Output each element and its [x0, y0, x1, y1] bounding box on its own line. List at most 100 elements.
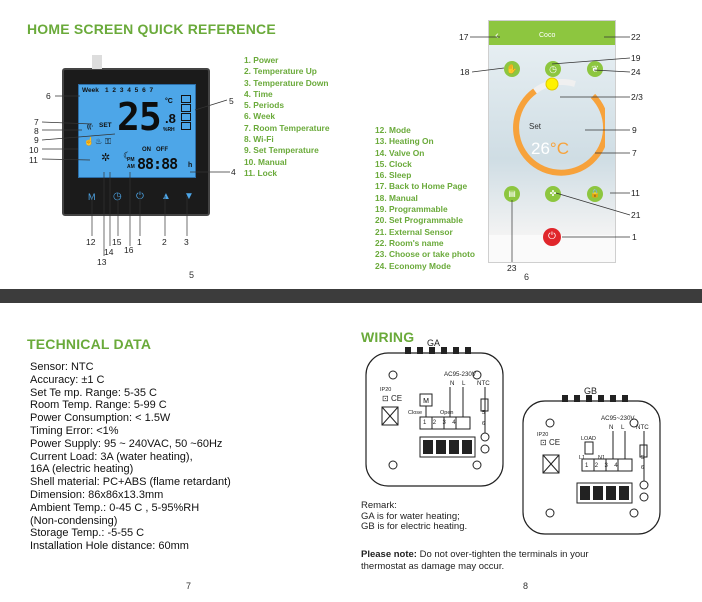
- remark-title: Remark:: [361, 500, 397, 511]
- ga-t3: 3: [442, 420, 453, 426]
- callout-4: 4: [231, 167, 236, 177]
- app-legend-item-11: 22. Room's name: [375, 237, 444, 248]
- note-text: Do not over-tighten the terminals in you…: [416, 549, 589, 560]
- sleep-icon: ☾: [123, 151, 132, 162]
- note-block: Please note: Do not over-tighten the ter…: [361, 549, 589, 572]
- legend-item-11: 11. Lock: [244, 167, 278, 178]
- page-number-5: 5: [189, 270, 195, 280]
- lcd-temperature: 25: [117, 95, 162, 139]
- callout-11b: 11: [631, 188, 640, 198]
- tech-line-6: Timing Error: <1%: [30, 424, 119, 437]
- app-temp-value: 26: [531, 139, 550, 158]
- ga-t6: 6: [482, 421, 486, 427]
- gb-t5: 5: [641, 455, 645, 461]
- thermostat-device: Week 1 2 3 4 5 6 7 ((· SET 25 .8 °C %RH …: [62, 68, 210, 216]
- external-sensor-icon[interactable]: ✜: [545, 186, 561, 202]
- gb-label: GB: [584, 386, 598, 396]
- gb-t1: 1: [585, 463, 595, 469]
- gb-n1-label: N1: [598, 455, 606, 461]
- app-legend-item-9: 20. Set Programmable: [375, 215, 463, 226]
- callout-21: 21: [631, 210, 641, 220]
- legend-item-8: 8. Wi-Fi: [244, 134, 274, 145]
- callout-18: 18: [460, 67, 470, 77]
- app-legend-item-1: 12. Mode: [375, 125, 411, 135]
- page-number-8: 8: [523, 581, 529, 591]
- manual-hand-icon[interactable]: ✋: [504, 61, 520, 77]
- on-label: ON: [142, 147, 151, 153]
- ga-wiring-diagram: M: [365, 347, 504, 487]
- page4-title: WIRING: [361, 329, 415, 345]
- off-label: OFF: [156, 147, 168, 153]
- app-legend-item-13: 24. Economy Mode: [375, 260, 451, 271]
- week-days: 1 2 3 4 5 6 7: [105, 87, 155, 94]
- page-number-6: 6: [524, 272, 530, 282]
- lcd-time: 88:88: [137, 155, 178, 173]
- gb-ce-mark: CE: [548, 438, 561, 447]
- manual-icon: ☝: [84, 137, 94, 146]
- ga-open-label: Open: [440, 410, 454, 416]
- callout-13: 13: [97, 257, 107, 267]
- room-name[interactable]: Coco: [539, 32, 556, 39]
- back-icon[interactable]: ‹: [495, 30, 499, 42]
- gb-ip-label: IP20: [537, 432, 549, 438]
- programmable-clock-icon[interactable]: ◷: [545, 61, 561, 77]
- tech-line-8: Current Load: 3A (water heating),: [30, 450, 193, 463]
- lock-icon: ⚿: [105, 137, 112, 146]
- tech-line-14: Storage Temp.: -5-55 C: [30, 527, 145, 540]
- callout-2: 2: [162, 237, 167, 247]
- page-divider: [0, 289, 702, 303]
- gb-ac-label: AC95~230V: [601, 415, 635, 422]
- callout-23: 23: [507, 263, 517, 273]
- remark-line-1: GA is for water heating;: [361, 510, 460, 522]
- callout-10: 10: [29, 145, 39, 155]
- am-label: AM: [127, 164, 135, 170]
- temp-down-button[interactable]: ▼: [184, 191, 194, 202]
- tech-line-12: Ambient Temp.: 0-45 C , 5-95%RH: [30, 501, 200, 514]
- svg-text:M: M: [423, 398, 429, 405]
- callout-1b: 1: [632, 232, 637, 242]
- gb-load-label: LOAD: [581, 436, 596, 442]
- app-legend-item-10: 21. External Sensor: [375, 226, 453, 237]
- page1-leader-lines: [41, 95, 230, 256]
- hour-suffix: h: [188, 162, 193, 169]
- gb-ce-label: ⊡ CE: [540, 438, 561, 447]
- app-temperature: 26°C: [531, 139, 569, 159]
- app-legend-item-6: 17. Back to Home Page: [375, 181, 468, 192]
- callout-19: 19: [631, 53, 641, 63]
- photo-icon[interactable]: ▤: [504, 186, 520, 202]
- pm-label: PM: [127, 157, 135, 163]
- wifi-icon: ((·: [87, 123, 94, 130]
- callout-3: 3: [184, 237, 189, 247]
- legend-item-4: 4. Time: [244, 88, 273, 99]
- ga-label: GA: [427, 338, 441, 348]
- app-header: ‹ Coco: [489, 29, 615, 45]
- status-bar: [489, 21, 615, 29]
- gb-l-label: L: [621, 424, 625, 431]
- set-label-app: Set: [529, 122, 542, 131]
- temperature-arc[interactable]: [505, 76, 605, 186]
- gb-t6: 6: [641, 465, 645, 471]
- callout-15: 15: [112, 237, 122, 247]
- device-tab: [92, 55, 102, 69]
- temp-up-button[interactable]: ▲: [161, 191, 171, 202]
- legend-item-10: 10. Manual: [244, 156, 287, 167]
- callout-9b: 9: [632, 125, 637, 135]
- legend-item-5: 5. Periods: [244, 100, 285, 111]
- app-power-button[interactable]: ⏻: [543, 228, 561, 246]
- clock-button[interactable]: ◷: [113, 191, 122, 202]
- gb-terminals: 1234: [585, 463, 624, 469]
- lcd-unit-rh: %RH: [163, 127, 175, 133]
- legend-item-1: 1. Power: [244, 55, 279, 65]
- lcd-unit-c: °C: [165, 98, 173, 105]
- set-label: SET: [99, 122, 112, 129]
- callout-11: 11: [29, 155, 38, 165]
- tech-line-9: 16A (electric heating): [30, 463, 134, 476]
- gb-l1-label: L1: [579, 455, 586, 461]
- economy-leaf-icon[interactable]: ❦: [587, 61, 603, 77]
- callout-1: 1: [137, 237, 142, 247]
- tech-line-3: Set Te mp. Range: 5-35 C: [30, 386, 157, 399]
- callout-6: 6: [46, 91, 51, 101]
- lock-app-icon[interactable]: 🔒: [587, 186, 603, 202]
